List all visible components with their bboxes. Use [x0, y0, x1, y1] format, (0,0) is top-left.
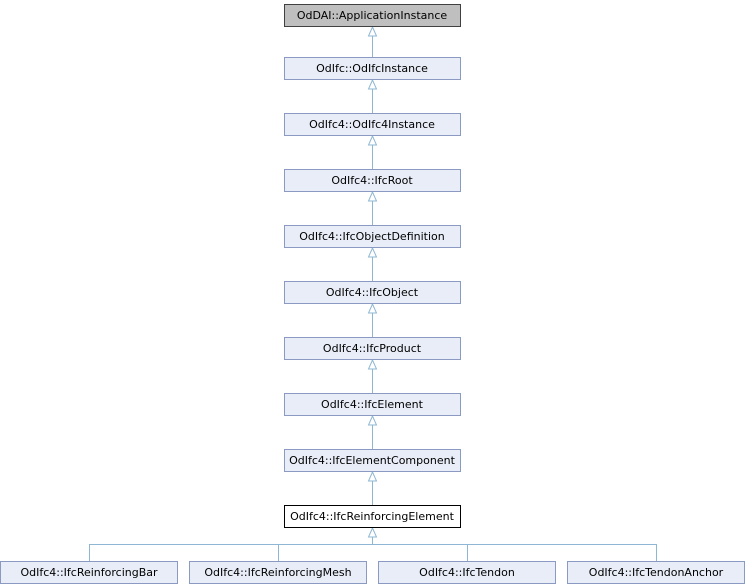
class-node-ifc-tendon[interactable]: OdIfc4::IfcTendon	[378, 561, 556, 584]
class-node-application-instance[interactable]: OdDAI::ApplicationInstance	[283, 4, 461, 27]
inheritance-arrowhead	[367, 358, 378, 370]
class-node-ifc-product[interactable]: OdIfc4::IfcProduct	[283, 337, 461, 360]
inheritance-arrowhead	[367, 246, 378, 258]
class-node-odifc4-instance[interactable]: OdIfc4::OdIfc4Instance	[283, 113, 461, 136]
inheritance-arrowhead	[367, 25, 378, 37]
inheritance-arrowhead	[367, 134, 378, 146]
class-node-ifc-tendon-anchor[interactable]: OdIfc4::IfcTendonAnchor	[567, 561, 745, 584]
class-node-odifc-instance[interactable]: OdIfc::OdIfcInstance	[283, 57, 461, 80]
inheritance-arrowhead	[367, 470, 378, 482]
inheritance-arrowhead	[367, 78, 378, 90]
class-node-ifc-element-component[interactable]: OdIfc4::IfcElementComponent	[283, 449, 461, 472]
class-node-ifc-object-definition[interactable]: OdIfc4::IfcObjectDefinition	[283, 225, 461, 248]
class-node-ifc-root[interactable]: OdIfc4::IfcRoot	[283, 169, 461, 192]
class-node-ifc-reinforcing-mesh[interactable]: OdIfc4::IfcReinforcingMesh	[189, 561, 367, 584]
class-node-ifc-reinforcing-element: OdIfc4::IfcReinforcingElement	[283, 505, 461, 528]
class-node-ifc-element[interactable]: OdIfc4::IfcElement	[283, 393, 461, 416]
inheritance-arrowhead	[367, 302, 378, 314]
class-node-ifc-reinforcing-bar[interactable]: OdIfc4::IfcReinforcingBar	[0, 561, 178, 584]
inheritance-arrowhead	[367, 414, 378, 426]
inheritance-arrowhead	[367, 190, 378, 202]
class-node-ifc-object[interactable]: OdIfc4::IfcObject	[283, 281, 461, 304]
inheritance-arrowhead	[367, 526, 378, 538]
